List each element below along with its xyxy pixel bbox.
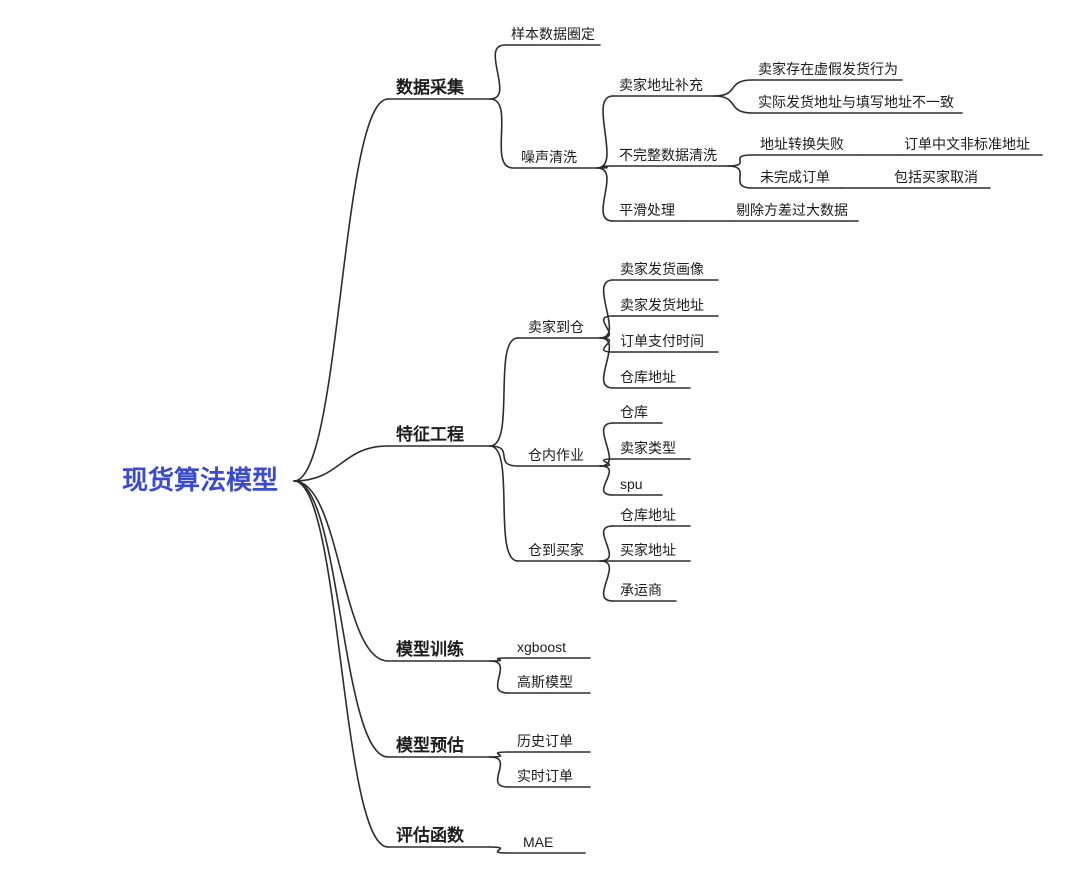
node-model-training[interactable]: 模型训练 [396, 639, 464, 659]
connector-warehouse-address-2 [599, 525, 614, 562]
connector-model-training [293, 480, 389, 662]
connector-address-mismatch [713, 95, 753, 114]
connector-incomplete-data-cleaning [596, 165, 614, 169]
connector-realtime-orders [489, 756, 509, 788]
node-buyer-address[interactable]: 买家地址 [620, 542, 676, 558]
connector-warehouse-address-1 [599, 337, 614, 389]
connector-fake-shipping [713, 79, 753, 97]
connector-data-collection [293, 98, 389, 482]
connector-noise-cleaning [489, 98, 514, 169]
node-feature-engineering[interactable]: 特征工程 [396, 424, 464, 444]
node-warehouse-address-2[interactable]: 仓库地址 [620, 507, 676, 523]
node-seller-address-supplement[interactable]: 卖家地址补充 [619, 77, 703, 93]
connector-spu [599, 465, 614, 496]
connector-in-warehouse [489, 445, 519, 467]
connector-gaussian-model [489, 660, 509, 694]
node-historical-orders[interactable]: 历史订单 [517, 733, 573, 749]
connector-seller-shipping-address [599, 315, 614, 339]
node-evaluation-function[interactable]: 评估函数 [396, 825, 465, 845]
node-model-prediction[interactable]: 模型预估 [396, 735, 464, 755]
connector-feature-engineering [293, 445, 389, 482]
node-fake-shipping[interactable]: 卖家存在虚假发货行为 [758, 61, 898, 77]
connector-warehouse-to-buyer [489, 445, 519, 562]
node-remove-variance[interactable]: 剔除方差过大数据 [736, 202, 848, 218]
node-incomplete-data-cleaning[interactable]: 不完整数据清洗 [619, 147, 717, 163]
connector-sample-data [489, 44, 506, 100]
node-gaussian-model[interactable]: 高斯模型 [517, 674, 573, 690]
connector-historical-orders [489, 751, 509, 758]
connector-xgboost [489, 657, 509, 662]
node-seller-shipping-address[interactable]: 卖家发货地址 [620, 297, 704, 313]
connector-address-conversion-failure [727, 154, 753, 167]
node-unfinished-orders[interactable]: 未完成订单 [760, 169, 830, 185]
node-seller-shipping-profile[interactable]: 卖家发货画像 [620, 261, 704, 277]
node-carrier[interactable]: 承运商 [620, 582, 662, 598]
node-in-warehouse[interactable]: 仓内作业 [528, 447, 584, 463]
node-xgboost[interactable]: xgboost [517, 639, 566, 655]
node-data-collection[interactable]: 数据采集 [396, 77, 465, 97]
node-buyer-cancel[interactable]: 包括买家取消 [894, 169, 978, 185]
connector-unfinished-orders [727, 165, 753, 189]
node-address-mismatch[interactable]: 实际发货地址与填写地址不一致 [758, 94, 954, 110]
connector-seller-to-warehouse [489, 337, 519, 447]
node-seller-type[interactable]: 卖家类型 [620, 440, 676, 456]
node-warehouse-to-buyer[interactable]: 仓到买家 [528, 542, 584, 558]
node-nonstandard-address[interactable]: 订单中文非标准地址 [904, 136, 1030, 152]
node-spu[interactable]: spu [620, 476, 643, 492]
connector-model-prediction [293, 480, 389, 758]
connector-evaluation-function [293, 480, 389, 848]
connector-seller-address-supplement [596, 95, 614, 169]
connector-mae [489, 846, 509, 854]
connector-seller-shipping-profile [599, 279, 614, 339]
node-smoothing[interactable]: 平滑处理 [619, 202, 675, 218]
node-seller-to-warehouse[interactable]: 卖家到仓 [528, 319, 584, 335]
node-address-conversion-failure[interactable]: 地址转换失败 [760, 136, 844, 152]
node-noise-cleaning[interactable]: 噪声清洗 [521, 149, 577, 165]
node-realtime-orders[interactable]: 实时订单 [517, 768, 573, 784]
node-sample-data[interactable]: 样本数据圈定 [511, 26, 595, 42]
connector-smoothing [596, 167, 614, 222]
connector-order-payment-time [599, 337, 614, 353]
node-mae[interactable]: MAE [523, 834, 553, 850]
node-warehouse-address-1[interactable]: 仓库地址 [620, 369, 676, 385]
node-root[interactable]: 现货算法模型 [122, 465, 278, 495]
connector-warehouse [599, 422, 614, 467]
node-warehouse[interactable]: 仓库 [620, 404, 648, 420]
connector-carrier [599, 560, 614, 602]
connector-seller-type [599, 458, 614, 467]
node-order-payment-time[interactable]: 订单支付时间 [620, 333, 704, 349]
